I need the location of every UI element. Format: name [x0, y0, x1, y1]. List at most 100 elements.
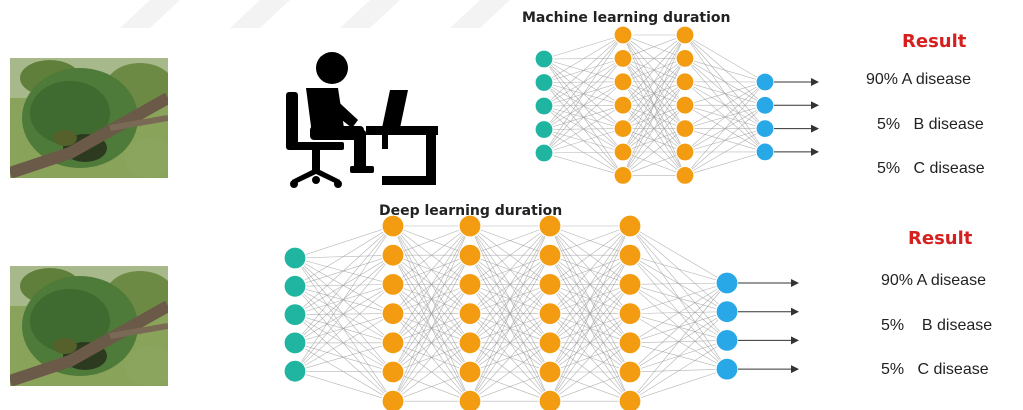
- connection-line: [684, 81, 766, 176]
- input-node: [534, 143, 554, 163]
- connection-line: [622, 58, 686, 176]
- hidden-node: [613, 95, 633, 115]
- connection-line: [294, 342, 394, 402]
- connection-line: [294, 257, 394, 402]
- connection-line: [543, 128, 624, 154]
- input-node: [534, 72, 554, 93]
- hidden-node: [458, 331, 482, 355]
- connection-line: [392, 313, 471, 402]
- connection-line: [294, 313, 394, 344]
- deep-learning-title: Deep learning duration: [379, 203, 563, 219]
- connection-line: [294, 314, 394, 402]
- connection-line: [549, 284, 631, 402]
- hidden-node: [538, 360, 562, 384]
- connection-line: [622, 34, 686, 83]
- hidden-node: [381, 214, 405, 238]
- connection-line: [684, 81, 766, 153]
- connections: [543, 34, 766, 176]
- connection-line: [294, 254, 394, 287]
- connection-line: [469, 225, 551, 256]
- connection-line: [294, 257, 394, 285]
- hidden-node: [618, 272, 642, 296]
- connection-line: [543, 34, 624, 60]
- output-node: [715, 328, 739, 352]
- connection-line: [392, 225, 471, 373]
- connection-line: [294, 342, 394, 373]
- connection-line: [549, 225, 631, 373]
- connection-line: [294, 284, 394, 315]
- connection-line: [684, 81, 766, 106]
- result-heading-top: Result: [902, 31, 967, 52]
- hidden-node: [675, 142, 695, 162]
- input-node: [283, 359, 307, 383]
- connection-line: [294, 257, 394, 314]
- connection-line: [294, 284, 394, 287]
- connection-line: [622, 105, 686, 176]
- connection-line: [392, 225, 471, 343]
- result-heading-bottom: Result: [908, 228, 973, 249]
- connection-line: [294, 225, 394, 287]
- input-node: [283, 303, 307, 327]
- output-node: [755, 119, 775, 139]
- hidden-node: [458, 243, 482, 267]
- hidden-node: [458, 214, 482, 238]
- hidden-node: [613, 142, 633, 162]
- connection-line: [549, 225, 631, 314]
- hidden-node: [538, 272, 562, 296]
- hidden-node: [381, 389, 405, 410]
- connection-line: [684, 34, 766, 83]
- input-node: [534, 49, 554, 69]
- hidden-node: [458, 360, 482, 384]
- connection-line: [294, 286, 394, 314]
- input-node: [283, 246, 307, 270]
- hidden-node: [381, 302, 405, 326]
- input-node: [283, 331, 307, 355]
- connection-line: [294, 342, 394, 372]
- connection-line: [629, 368, 728, 402]
- hidden-node: [675, 95, 695, 115]
- connection-line: [294, 225, 394, 372]
- connection-line: [469, 255, 551, 402]
- input-node: [283, 274, 307, 298]
- connection-line: [549, 225, 631, 285]
- connection-line: [629, 340, 728, 402]
- hidden-node: [618, 389, 642, 410]
- result-line-bottom-1: 90% A disease: [881, 272, 986, 289]
- connection-line: [392, 255, 471, 402]
- connection-line: [392, 225, 471, 256]
- connection-line: [549, 255, 631, 402]
- hidden-node: [675, 72, 695, 92]
- connection-line: [294, 254, 394, 259]
- leaf-photo-top: [10, 58, 168, 178]
- output-node: [715, 300, 739, 324]
- result-line-top-2: 5% B disease: [877, 116, 984, 133]
- hidden-node: [675, 165, 695, 185]
- connection-line: [294, 257, 394, 373]
- connection-line: [294, 286, 394, 373]
- connection-line: [294, 314, 394, 344]
- connection-line: [622, 34, 686, 106]
- hidden-node: [618, 302, 642, 326]
- connections: [294, 225, 728, 402]
- connection-line: [294, 257, 394, 344]
- connection-line: [543, 81, 624, 154]
- connection-line: [392, 225, 471, 285]
- connection-line: [684, 81, 766, 129]
- connection-line: [294, 314, 394, 373]
- connection-line: [629, 282, 728, 314]
- result-line-bottom-2: 5% B disease: [881, 317, 993, 334]
- connection-line: [629, 282, 728, 285]
- connection-line: [622, 34, 686, 153]
- connection-line: [469, 225, 551, 285]
- watermark-chevrons: [120, 0, 510, 28]
- hidden-node: [618, 243, 642, 267]
- connection-line: [629, 282, 728, 373]
- hidden-node: [381, 243, 405, 267]
- hidden-node: [538, 243, 562, 267]
- connection-line: [543, 34, 624, 154]
- hidden-node: [381, 272, 405, 296]
- connection-line: [549, 225, 631, 343]
- connection-line: [469, 342, 551, 402]
- connection-line: [629, 282, 728, 402]
